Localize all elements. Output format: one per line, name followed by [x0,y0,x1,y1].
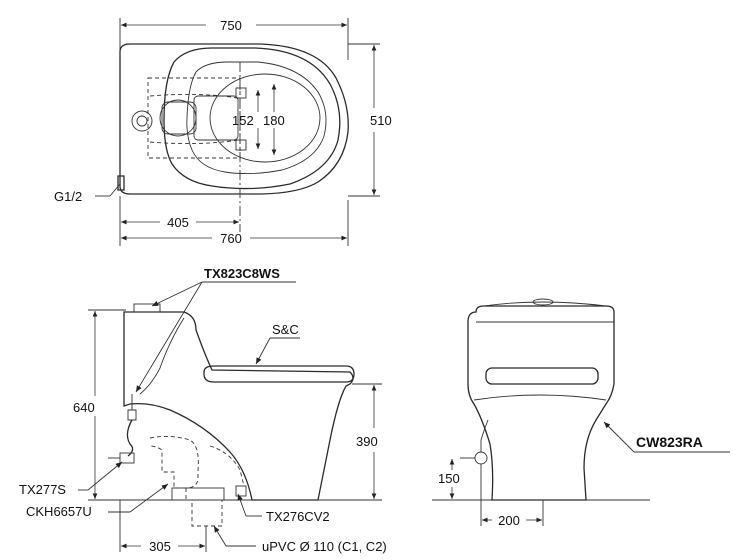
side-hidden-trap [149,435,199,489]
side-seat [203,365,355,383]
side-view: 640 390 305 TX82 [19,266,387,554]
fitting-tx276cv2-label: TX276CV2 [266,509,330,524]
side-drain-pipe [191,499,223,527]
width-750-label: 750 [220,18,242,33]
side-angle-valve [119,452,135,464]
front-angle-valve [474,451,488,465]
seat-cover-label: S&C [272,322,299,337]
tank-part-label: TX823C8WS [204,266,280,281]
top-view: 750 510 G1/2 [54,18,392,246]
seat-height-390-label: 390 [356,434,378,449]
height-640-label: 640 [73,400,95,415]
front-seat [485,367,599,385]
side-flange [171,487,225,501]
inner-152-label: 152 [232,113,254,128]
side-hose-top [127,394,137,421]
side-flush-button [133,303,161,313]
front-height-150-label: 150 [438,471,460,486]
flange-ckh6657u-label: CKH6657U [26,504,92,519]
side-flex-hose [126,419,134,457]
top-seat-inner [186,61,327,175]
front-width-200-label: 200 [498,513,520,528]
valve-tx277s-label: TX277S [19,482,66,497]
top-supply-fitting [117,175,125,191]
supply-g12-label: G1/2 [54,189,82,204]
setout-405-label: 405 [167,215,189,230]
pipe-upvc-label: uPVC Ø 110 (C1, C2) [262,539,387,554]
top-tank-outline [119,43,349,195]
top-seat-outline [163,47,341,190]
supply-leader [109,183,121,197]
side-body-outline [123,311,354,501]
model-cw823ra-label: CW823RA [636,434,703,450]
front-flush-button [532,298,554,306]
depth-510-label: 510 [370,113,392,128]
top-bowl-opening [209,73,321,163]
overall-760-label: 760 [220,231,242,246]
front-body-outline [467,305,615,501]
inner-180-label: 180 [263,113,285,128]
top-inlet-valve [131,110,153,132]
front-view: 150 200 CW823RA [432,298,730,528]
setout-305-label: 305 [149,539,171,554]
top-flush-mechanism [159,99,197,137]
